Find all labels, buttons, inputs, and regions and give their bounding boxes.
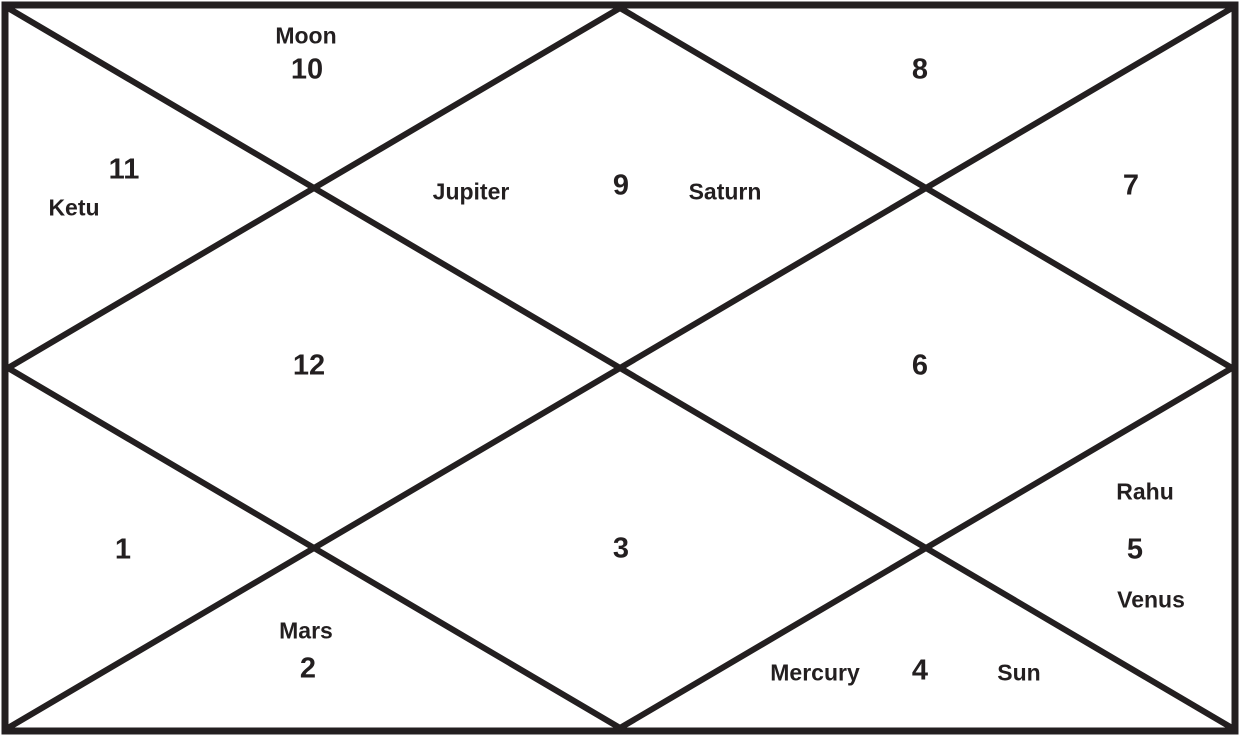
planet-sun: Sun [997, 659, 1041, 686]
house-number-8: 8 [911, 53, 929, 86]
planet-ketu: Ketu [48, 194, 100, 221]
house-number-5: 5 [1126, 533, 1144, 566]
inner-diamond [2, 4, 1238, 732]
house-number-1: 1 [114, 533, 132, 566]
planet-mars: Mars [279, 617, 333, 644]
house-number-7: 7 [1122, 169, 1140, 202]
house-number-2: 2 [299, 652, 317, 685]
house-number-12: 12 [292, 349, 326, 382]
planet-rahu: Rahu [1116, 478, 1174, 505]
house-number-4: 4 [911, 654, 929, 687]
house-number-3: 3 [612, 532, 630, 565]
house-number-10: 10 [290, 53, 324, 86]
diagonal-tr-bl [3, 3, 1237, 733]
house-number-6: 6 [911, 349, 929, 382]
planet-saturn: Saturn [688, 178, 762, 205]
house-number-9: 9 [612, 169, 630, 202]
house-number-11: 11 [108, 153, 140, 186]
planet-jupiter: Jupiter [432, 178, 510, 205]
planet-mercury: Mercury [770, 659, 860, 686]
planet-moon: Moon [275, 22, 337, 49]
planet-venus: Venus [1117, 586, 1185, 613]
